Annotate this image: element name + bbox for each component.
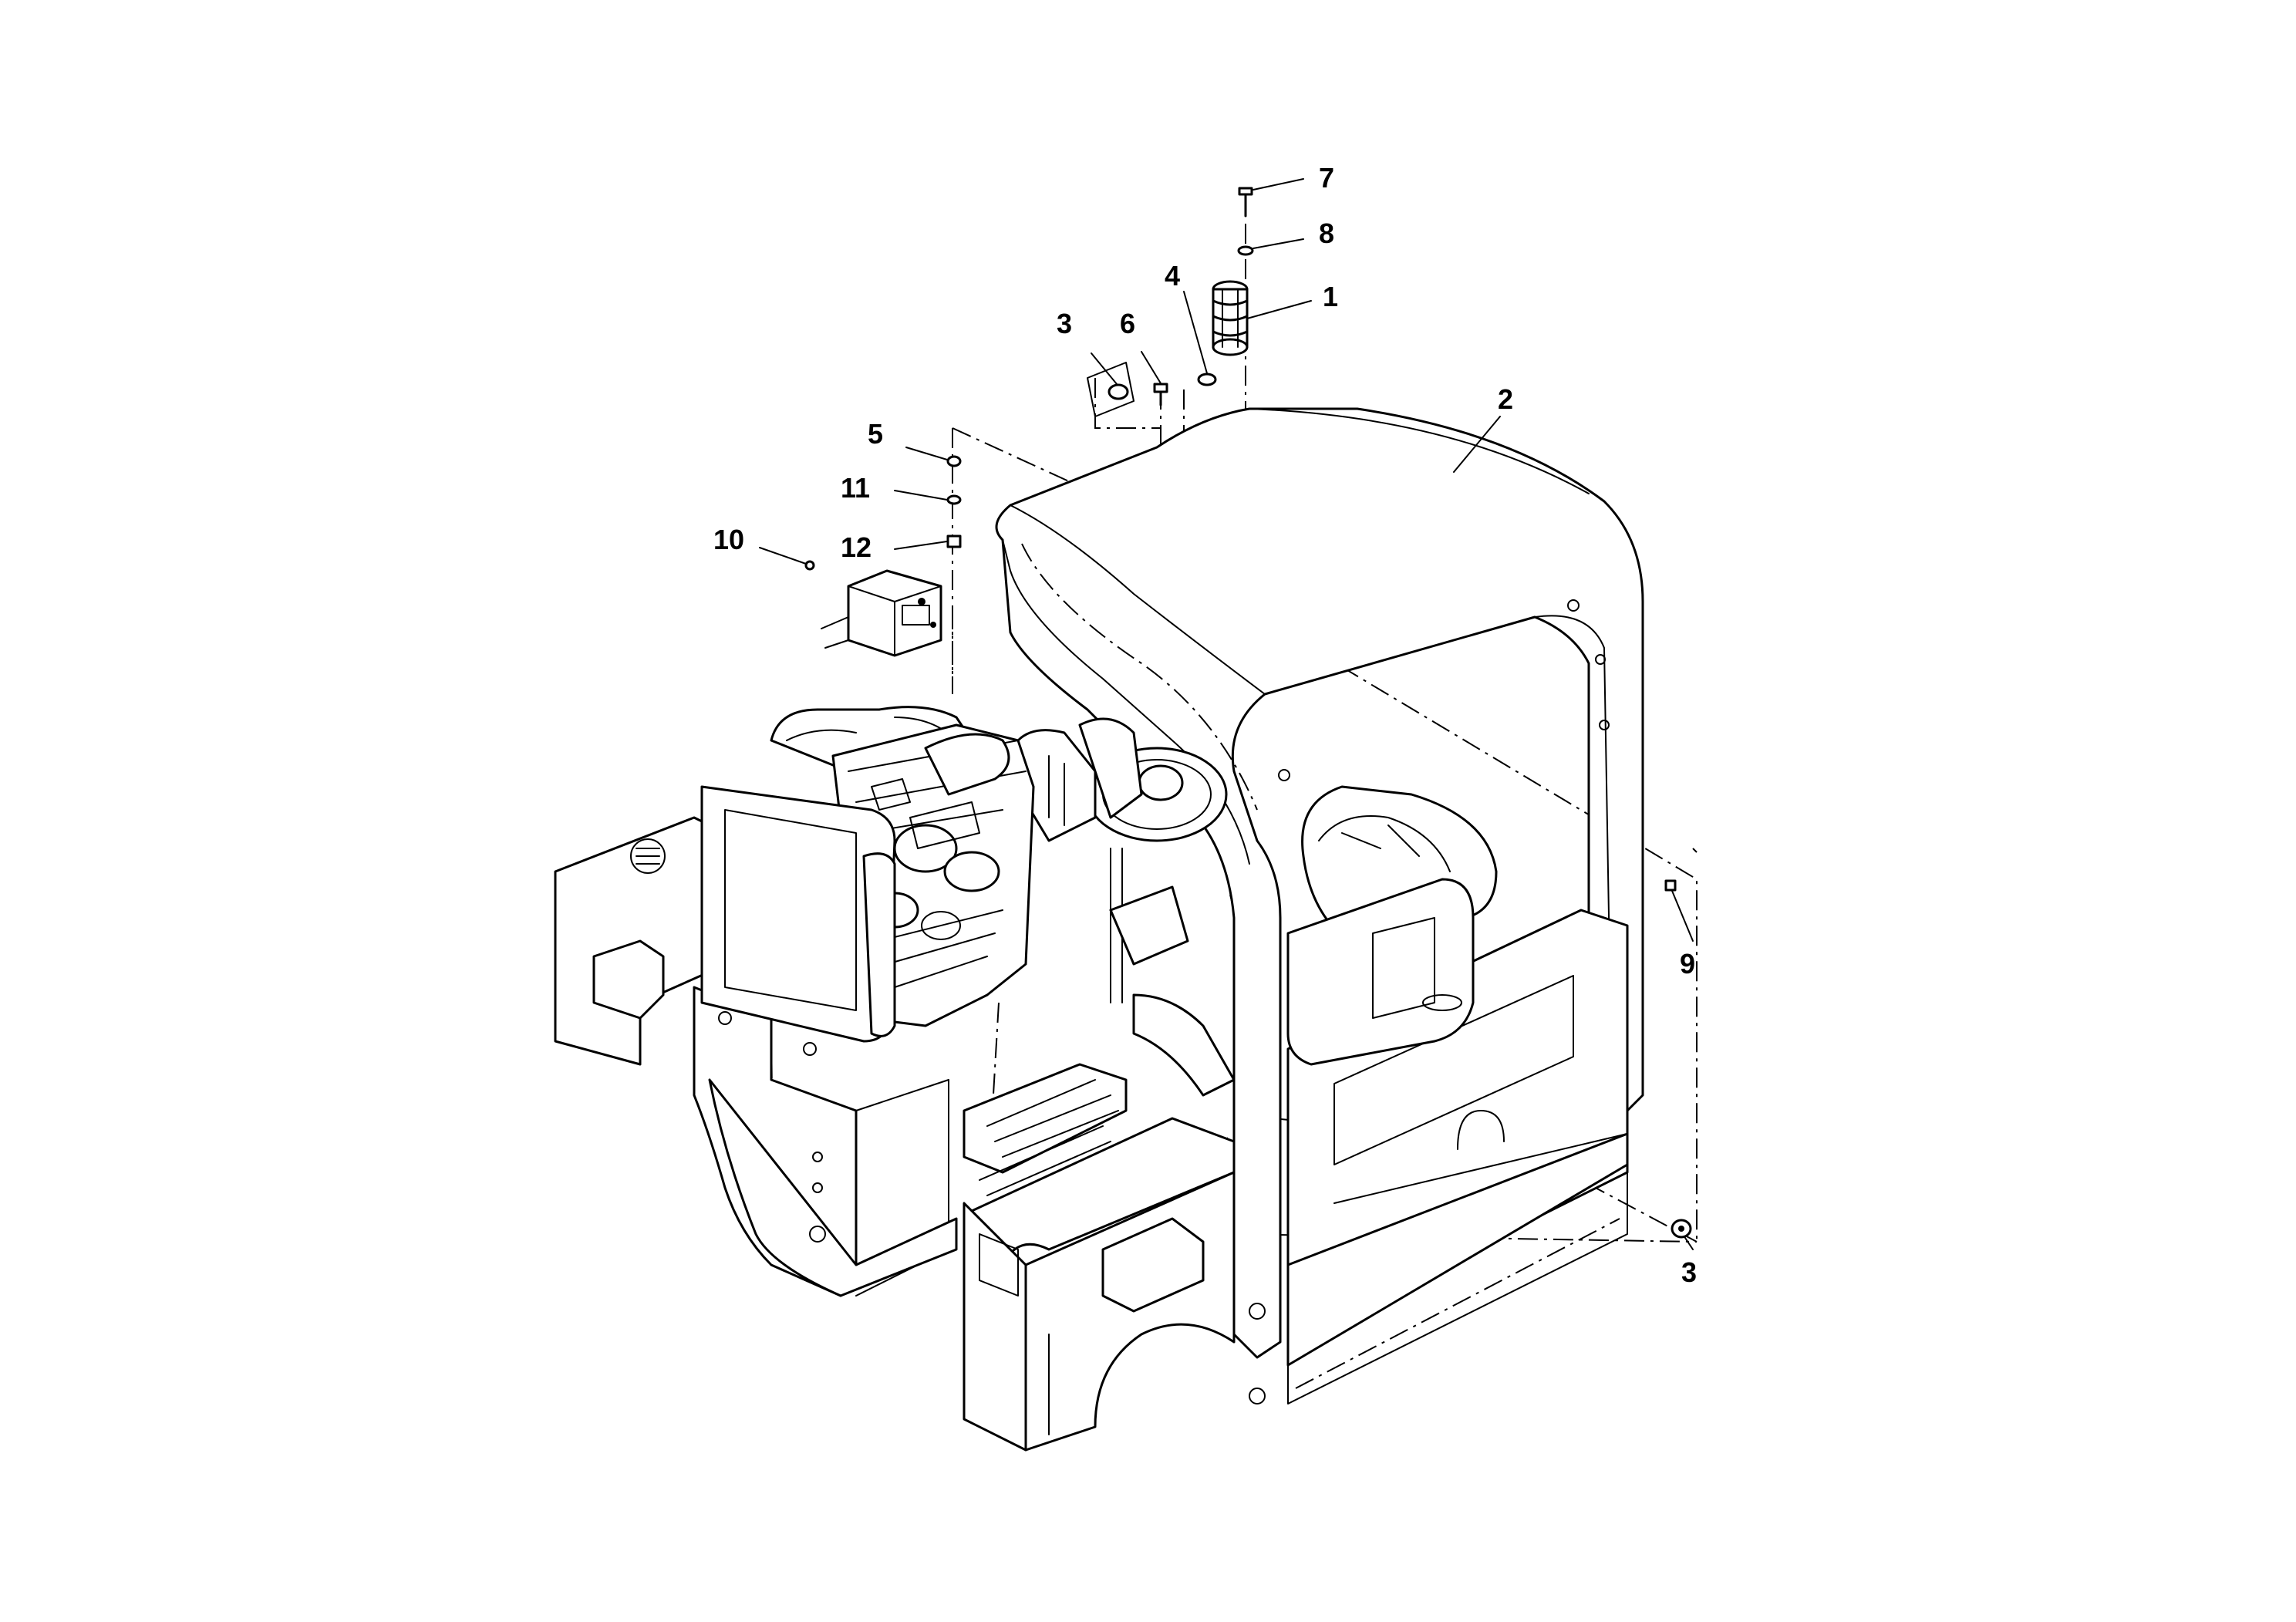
callout-12: 12 [841, 531, 872, 563]
callout-4: 4 [1165, 260, 1180, 292]
hardware-parts [804, 187, 1692, 1239]
radiator [700, 785, 896, 1056]
callout-2: 2 [1498, 383, 1513, 415]
callout-3-bottom: 3 [1681, 1256, 1697, 1288]
operator-seat [1286, 785, 1498, 1066]
callout-9: 9 [1680, 948, 1695, 980]
callout-8: 8 [1319, 218, 1334, 249]
leader-lines [759, 178, 1694, 1250]
front-hood-body [554, 816, 958, 1297]
canopy-frame [995, 407, 1644, 1359]
callout-7: 7 [1319, 162, 1334, 194]
control-box-part-10 [821, 569, 942, 657]
callout-1: 1 [1323, 281, 1338, 312]
callout-11: 11 [841, 472, 870, 504]
callout-6: 6 [1120, 308, 1135, 339]
beacon-part-1 [1212, 280, 1249, 356]
callout-5: 5 [868, 418, 883, 450]
callout-3-top: 3 [1057, 308, 1072, 339]
platform-steps [963, 993, 1236, 1452]
steering-assembly [1017, 717, 1228, 1003]
callout-10: 10 [713, 524, 744, 555]
callout-labels: 7 8 4 1 3 6 2 5 11 10 12 9 3 [713, 162, 1697, 1288]
